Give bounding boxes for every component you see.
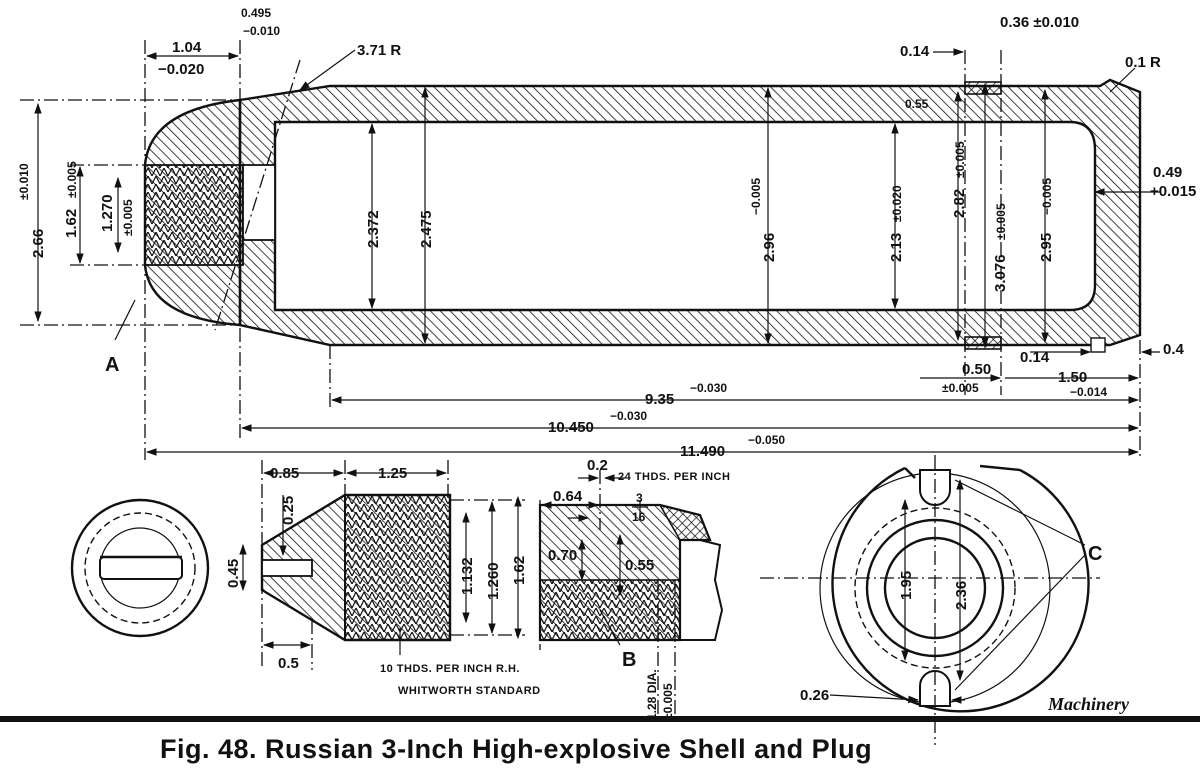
shell-cavity	[273, 120, 1097, 312]
dim-11-490-tol: −0.050	[748, 433, 785, 447]
shell-dimension-lines	[34, 48, 1160, 456]
plug-dim-0-25: 0.25	[280, 496, 297, 525]
dim-2-475: 2.475	[418, 210, 435, 248]
dim-2-13-tol: ±0.020	[890, 185, 904, 222]
dim-2-95-tol: −0.005	[1040, 178, 1054, 215]
dim-0-50: 0.50	[962, 361, 991, 378]
dim-2-96: 2.96	[761, 233, 778, 262]
plug-dim-0-85: 0.85	[270, 465, 299, 482]
dim-1-270: 1.270	[99, 194, 116, 232]
dim-2-66-tol: ±0.010	[17, 163, 31, 200]
dim-9-35-tol: −0.030	[690, 381, 727, 395]
dim-0-55: 0.55	[905, 97, 929, 111]
base-dim-1-95: 1.95	[898, 571, 915, 600]
dim-0-50-tol: ±0.005	[942, 381, 979, 395]
plug-dim-0-5: 0.5	[278, 655, 299, 672]
dim-2-82-tol: ±0.005	[953, 141, 967, 178]
label-b: B	[622, 649, 636, 671]
dim-0-495: 0.495	[241, 6, 271, 20]
thread-detail-view: 0.2 0.64 3 16 0.70 0.55 1.28 DIA. ±0.005…	[538, 457, 730, 720]
plug-dim-1-62: 1.62	[511, 556, 528, 585]
detail-dim-0-64: 0.64	[553, 488, 583, 505]
dim-0-1r: 0.1 R	[1125, 54, 1161, 71]
dim-3-076-tol: ±0.005	[994, 203, 1008, 240]
credit-machinery: Machinery	[1047, 694, 1130, 714]
plug-dim-1-132: 1.132	[459, 557, 476, 595]
plug-side-view: 0.85 1.25 0.25 0.45 1.132 1.260 1.62 0.5…	[225, 460, 541, 697]
detail-dim-0-70: 0.70	[548, 547, 577, 564]
plug-thread-note-2: WHITWORTH STANDARD	[398, 685, 541, 697]
figure-caption: Fig. 48. Russian 3-Inch High-explosive S…	[160, 734, 872, 764]
dim-9-35: 9.35	[645, 391, 674, 408]
dim-11-490: 11.490	[680, 443, 725, 460]
dim-2-66: 2.66	[30, 229, 47, 258]
dim-2-95: 2.95	[1038, 233, 1055, 262]
shell-dimension-labels: 1.04 −0.020 0.495 −0.010 3.71 R 0.14 0.3…	[17, 6, 1196, 460]
detail-dim-0-2: 0.2	[587, 457, 608, 474]
caption-rule	[0, 716, 1200, 722]
detail-frac-num: 3	[636, 491, 643, 505]
dim-2-82: 2.82	[951, 189, 968, 218]
dim-0-4: 0.4	[1163, 341, 1185, 358]
dim-1-04-tol: −0.020	[158, 61, 204, 78]
detail-dim-1-28: 1.28 DIA.	[645, 669, 659, 720]
base-groove	[1090, 337, 1106, 353]
rotating-band-bottom	[964, 336, 1002, 350]
plug-dim-1-25: 1.25	[378, 465, 407, 482]
base-dim-0-26: 0.26	[800, 687, 829, 704]
dim-10-450-tol: −0.030	[610, 409, 647, 423]
plug-dim-0-45: 0.45	[225, 559, 242, 588]
rotating-band-top	[964, 81, 1002, 95]
dim-2-96-tol: −0.005	[749, 178, 763, 215]
dim-0-36: 0.36 ±0.010	[1000, 14, 1079, 31]
dim-1-04: 1.04	[172, 39, 202, 56]
detail-dim-1-28-tol: ±0.005	[661, 683, 675, 720]
label-c: C	[1088, 543, 1102, 565]
detail-thread-note: 24 THDS. PER INCH	[618, 471, 730, 483]
dim-0-495-tol: −0.010	[243, 24, 280, 38]
plug-thread-note-1: 10 THDS. PER INCH R.H.	[380, 663, 520, 675]
plug-dim-1-260: 1.260	[485, 562, 502, 600]
dim-10-450: 10.450	[548, 419, 594, 436]
dim-1-50: 1.50	[1058, 369, 1087, 386]
dim-1-270-tol: ±0.005	[121, 199, 135, 236]
dim-0-49-tol: +0.015	[1150, 183, 1196, 200]
nose-thread-bore	[144, 164, 244, 266]
dim-1-50-tol: −0.014	[1070, 385, 1107, 399]
dim-3-71r: 3.71 R	[357, 42, 401, 59]
nose-plug-recess	[242, 164, 276, 241]
dim-2-13: 2.13	[888, 233, 905, 262]
shell-construction-lines	[20, 40, 1141, 460]
dim-1-62-tol: ±0.005	[65, 161, 79, 198]
dim-0-14-top: 0.14	[900, 43, 930, 60]
plug-end-view	[70, 498, 210, 638]
shell-section	[143, 78, 1142, 353]
shell-base-view: 1.95 2.36 0.26 C	[760, 455, 1102, 745]
dim-0-49: 0.49	[1153, 164, 1182, 181]
label-a: A	[105, 354, 119, 376]
detail-frac-den: 16	[632, 510, 646, 524]
dim-3-076: 3.076	[992, 254, 1009, 292]
base-dim-2-36: 2.36	[953, 581, 970, 610]
detail-dim-0-55: 0.55	[625, 557, 654, 574]
dim-2-372: 2.372	[365, 210, 382, 248]
dim-1-62: 1.62	[63, 209, 80, 238]
dim-0-14-bottom: 0.14	[1020, 349, 1050, 366]
